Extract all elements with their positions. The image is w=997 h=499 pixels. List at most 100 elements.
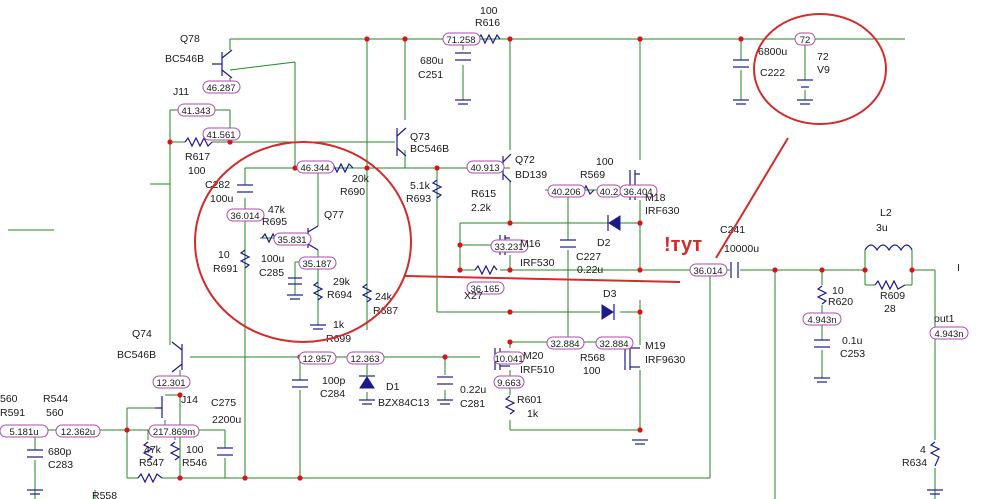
r558-name: R558 xyxy=(92,490,117,499)
c284-name: C284 xyxy=(320,388,345,400)
svg-text:72: 72 xyxy=(800,35,811,46)
symbols xyxy=(27,33,941,484)
c241-capacitor xyxy=(730,262,739,278)
r690-value: 20k xyxy=(352,173,370,185)
m19-part: IRF9630 xyxy=(645,354,685,366)
d3-diode-symbol xyxy=(601,304,615,320)
r544-name: R544 xyxy=(43,393,68,405)
c282-capacitor xyxy=(237,184,253,193)
c227-value: 0.22u xyxy=(577,264,603,276)
svg-text:41.561: 41.561 xyxy=(206,130,235,141)
q74-part: BC546B xyxy=(117,349,156,361)
r591-name: R591 xyxy=(0,407,25,419)
r695-value: 47k xyxy=(268,204,286,216)
r687-resistor xyxy=(361,283,373,303)
r591-value: 560 xyxy=(0,393,18,405)
svg-text:33.231: 33.231 xyxy=(494,242,523,253)
voltage-tag: 4.943n xyxy=(929,326,969,340)
ground-icon xyxy=(437,399,453,405)
c285-name: C285 xyxy=(259,267,284,279)
highlight-underline xyxy=(404,275,681,283)
r687-value: 24k xyxy=(375,291,393,303)
m18-part: IRF630 xyxy=(645,205,680,217)
r568-value: 100 xyxy=(583,365,601,377)
r568-name: R568 xyxy=(580,352,605,364)
r620-resistor xyxy=(816,285,828,305)
q72-part: BD139 xyxy=(515,169,547,181)
voltage-tag: 46.287 xyxy=(202,80,241,94)
c222-value: 6800u xyxy=(758,46,787,58)
c281-capacitor xyxy=(437,376,453,385)
m19-mosfet-symbol xyxy=(624,345,640,370)
c227-name: C227 xyxy=(576,251,601,263)
r609-value: 28 xyxy=(884,303,896,315)
svg-text:4.943n: 4.943n xyxy=(807,315,836,326)
r546-resistor xyxy=(169,441,181,461)
svg-text:32.884: 32.884 xyxy=(550,339,579,350)
r694-resistor xyxy=(312,281,324,301)
c251-name: C251 xyxy=(418,69,443,81)
q74-name: Q74 xyxy=(132,328,152,340)
voltage-tag: 41.561 xyxy=(202,127,241,141)
r615-resistor xyxy=(474,264,498,276)
voltage-tag: 36.014 xyxy=(226,208,265,222)
r-bottom-resistor xyxy=(137,472,163,484)
svg-text:12.301: 12.301 xyxy=(156,378,185,389)
voltage-tag: 35.831 xyxy=(273,232,312,246)
v9-source-symbol xyxy=(797,79,813,88)
ground-icon xyxy=(27,489,43,495)
r620-value: 10 xyxy=(832,285,844,297)
r616-name: R616 xyxy=(475,17,500,29)
r609-name: R609 xyxy=(880,290,905,302)
ground-icon xyxy=(287,294,303,300)
c284-capacitor xyxy=(292,379,308,388)
r699-name: R699 xyxy=(326,333,351,345)
svg-text:4.943n: 4.943n xyxy=(934,329,963,340)
r691-value: 10 xyxy=(218,249,230,261)
svg-text:40.206: 40.206 xyxy=(551,187,580,198)
r699-value: 1k xyxy=(333,319,345,331)
r616-resistor xyxy=(477,33,501,45)
svg-text:36.014: 36.014 xyxy=(693,266,722,277)
r691-name: R691 xyxy=(213,263,238,275)
voltage-tag: 32.884 xyxy=(595,336,634,350)
c281-value: 0.22u xyxy=(460,384,486,396)
c253-capacitor xyxy=(814,339,830,348)
r620-name: R620 xyxy=(828,296,853,308)
voltage-tag: 12.362u xyxy=(55,424,101,438)
voltage-tag: 33.231 xyxy=(490,239,529,253)
m20-part: IRF510 xyxy=(520,364,555,376)
voltage-probe-tags: 46.287 41.343 41.561 46.344 36.014 35.83… xyxy=(0,32,969,438)
voltage-tag: 72 xyxy=(794,32,816,46)
r601-value: 1k xyxy=(527,408,539,420)
c251-value: 680u xyxy=(420,55,444,67)
r634-value: 4 xyxy=(920,444,926,456)
voltage-tag: 36.014 xyxy=(689,263,728,277)
l2-inductor xyxy=(864,244,913,252)
q78-transistor-symbol xyxy=(212,49,233,79)
v9-name: V9 xyxy=(817,64,830,76)
ground-icon xyxy=(310,324,326,330)
v9-value: 72 xyxy=(817,51,829,63)
c275-value: 2200u xyxy=(212,414,241,426)
r634-name: R634 xyxy=(902,457,927,469)
ground-icon xyxy=(927,489,943,495)
voltage-tag: 35.187 xyxy=(298,256,337,270)
c275-capacitor xyxy=(217,447,233,456)
r547-name: R547 xyxy=(139,457,164,469)
m19-name: M19 xyxy=(645,340,666,352)
r569-value: 100 xyxy=(596,156,614,168)
r690-name: R690 xyxy=(340,186,365,198)
r615-value: 2.2k xyxy=(471,202,492,214)
voltage-tag: 41.343 xyxy=(177,103,216,117)
q78-part: BC546B xyxy=(165,53,204,65)
d2-diode-symbol xyxy=(607,215,621,231)
c253-value: 0.1u xyxy=(842,335,863,347)
r694-name: R694 xyxy=(327,289,352,301)
q72-name: Q72 xyxy=(515,154,535,166)
c222-capacitor xyxy=(733,59,749,68)
r544-value: 560 xyxy=(46,407,64,419)
c285-capacitor xyxy=(288,277,302,285)
r609-resistor xyxy=(874,279,906,291)
